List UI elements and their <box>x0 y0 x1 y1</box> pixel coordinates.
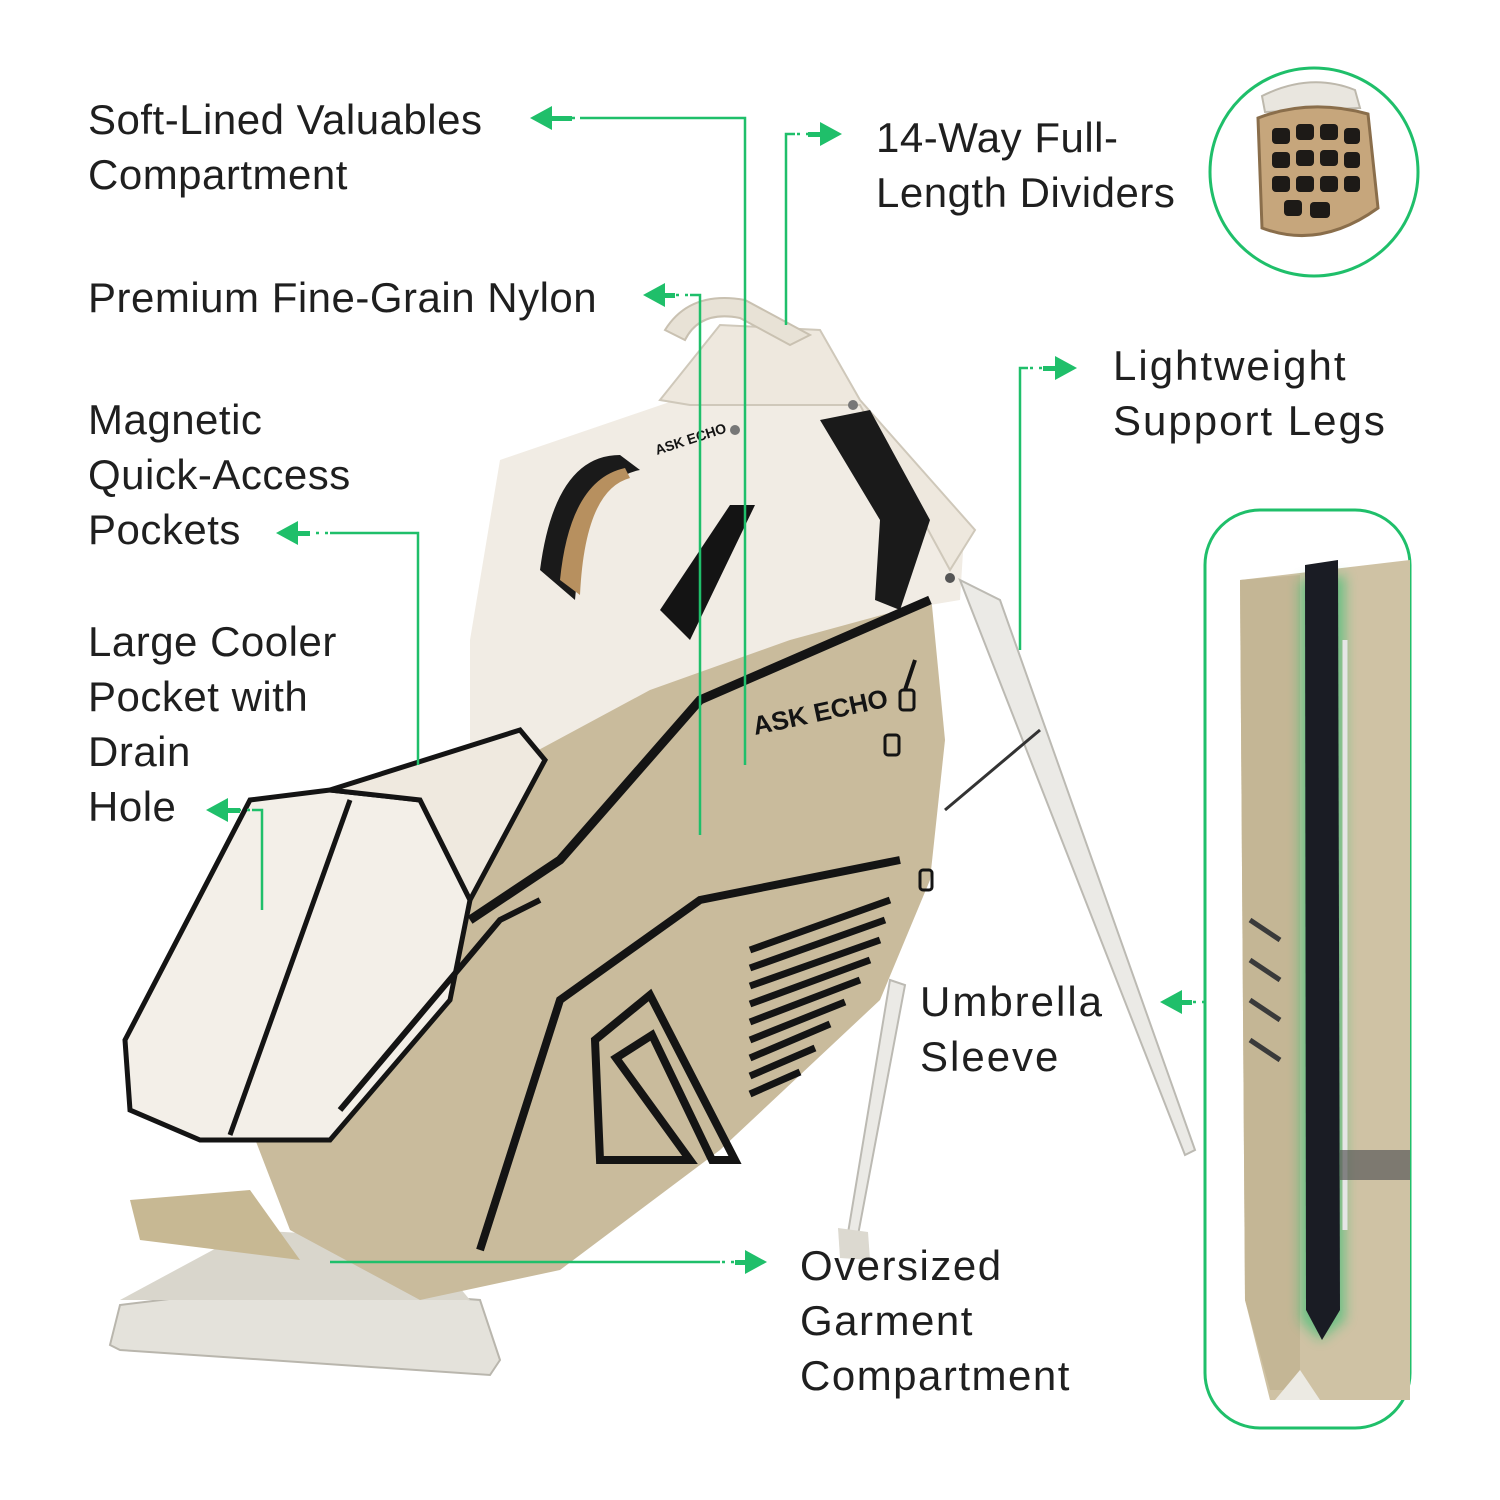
callout-leader-lines <box>238 116 1230 1264</box>
callout-line: Oversized <box>800 1242 1003 1289</box>
callout-line: Pockets <box>88 506 241 553</box>
callout-magnetic-pockets: Magnetic Quick-Access Pockets <box>88 392 351 557</box>
callout-line: Drain <box>88 728 191 775</box>
callout-line: 14-Way Full- <box>876 114 1119 161</box>
callout-line: Support Legs <box>1113 397 1387 444</box>
callout-garment-compartment: Oversized Garment Compartment <box>800 1238 1071 1403</box>
callout-line: Hole <box>88 783 177 830</box>
callout-line: Umbrella <box>920 978 1105 1025</box>
callout-line: Pocket with <box>88 673 309 720</box>
callout-line: Length Dividers <box>876 169 1176 216</box>
callout-cooler-pocket: Large Cooler Pocket with Drain Hole <box>88 614 337 834</box>
callout-dividers: 14-Way Full- Length Dividers <box>876 110 1175 220</box>
callout-line: Garment <box>800 1297 974 1344</box>
callout-umbrella-sleeve: Umbrella Sleeve <box>920 974 1104 1084</box>
callout-arrowheads <box>206 106 1192 1274</box>
callout-line: Compartment <box>88 151 348 198</box>
inset-dividers-top-view <box>1208 66 1420 278</box>
golf-bag-main <box>108 297 977 1377</box>
callout-premium-nylon: Premium Fine-Grain Nylon <box>88 270 597 325</box>
callout-line: Sleeve <box>920 1033 1061 1080</box>
support-legs <box>838 577 1197 1260</box>
inset-umbrella-side-view <box>1203 508 1412 1430</box>
callout-line: Premium Fine-Grain Nylon <box>88 274 598 321</box>
callout-soft-lined-valuables: Soft-Lined Valuables Compartment <box>88 92 482 202</box>
callout-line: Large Cooler <box>88 618 337 665</box>
callout-line: Quick-Access <box>88 451 351 498</box>
callout-line: Magnetic <box>88 396 263 443</box>
callout-support-legs: Lightweight Support Legs <box>1113 338 1387 448</box>
callout-line: Compartment <box>800 1352 1071 1399</box>
callout-line: Lightweight <box>1113 342 1348 389</box>
callout-line: Soft-Lined Valuables <box>88 96 483 143</box>
